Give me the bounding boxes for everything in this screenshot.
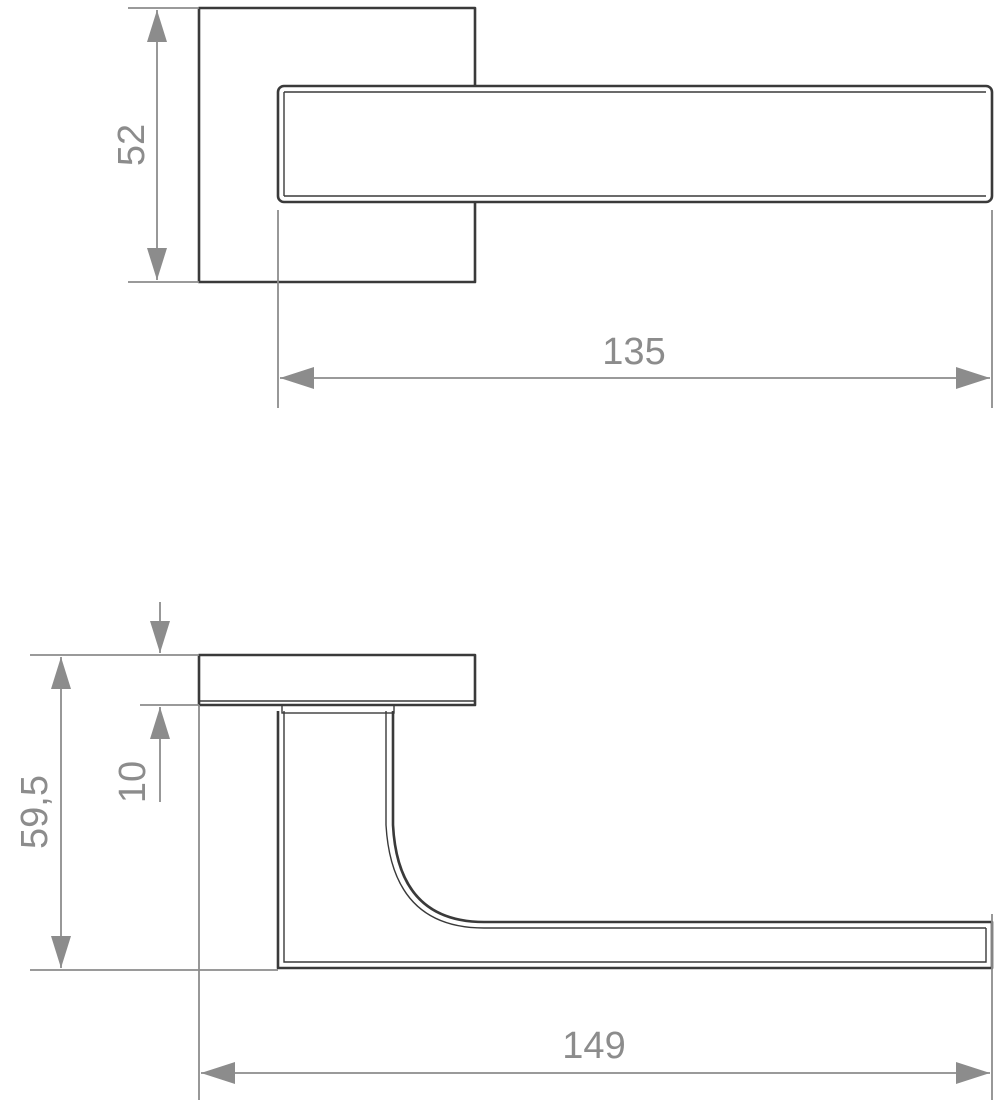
side-neck-lip [281, 704, 395, 714]
dimension-52: 52 [111, 7, 199, 283]
arrow-left [280, 367, 314, 389]
dimension-label: 149 [562, 1025, 625, 1067]
arrow-down [147, 248, 167, 280]
top-view: 52 135 [111, 6, 994, 408]
dimension-135: 135 [277, 210, 993, 408]
top-lever [276, 84, 994, 204]
arrow-up [147, 10, 167, 42]
arrow-left [201, 1062, 235, 1084]
arrow-down [150, 621, 170, 653]
dimension-149: 149 [198, 705, 993, 1100]
dimension-label: 135 [602, 331, 665, 373]
side-rosette [197, 653, 477, 707]
dimension-59-5: 59,5 [14, 654, 278, 971]
dimension-label: 59,5 [14, 775, 56, 849]
dimension-label: 52 [111, 124, 153, 166]
arrow-up [150, 707, 170, 739]
side-lever-curve-inner [385, 711, 986, 929]
arrow-right [956, 367, 990, 389]
side-lever [276, 711, 994, 970]
arrow-up [51, 657, 71, 689]
dimension-10: 10 [112, 602, 199, 803]
dimension-label: 10 [112, 761, 154, 803]
arrow-right [956, 1062, 990, 1084]
arrow-down [51, 936, 71, 968]
side-lever-inner-edge [283, 711, 987, 963]
side-view: 10 59,5 149 [14, 602, 994, 1100]
